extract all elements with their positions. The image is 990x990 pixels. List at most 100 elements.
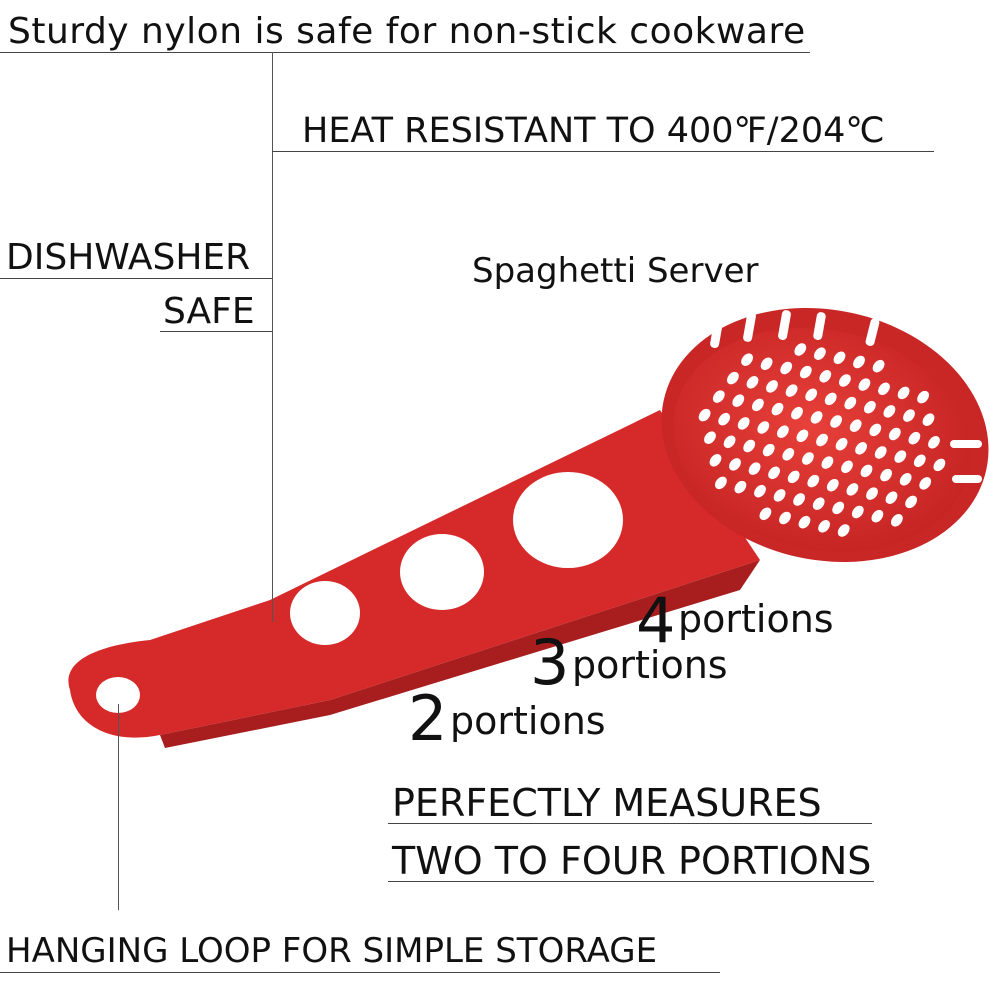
perforation-hole <box>832 501 845 515</box>
perforation-hole <box>863 400 876 414</box>
perforation-hole <box>734 480 747 494</box>
perforation-hole <box>922 413 935 426</box>
hanging-loop-hole <box>96 677 140 713</box>
perforation-hole <box>917 390 930 404</box>
perforation-hole <box>718 412 731 426</box>
perforation-hole <box>723 435 736 449</box>
nylon-underline <box>0 52 810 53</box>
portion-number-2: 2 <box>408 682 448 755</box>
perforation-hole <box>878 382 890 396</box>
perforation-hole <box>743 439 756 453</box>
perforation-hole <box>787 470 800 484</box>
perforation-hole <box>813 347 826 360</box>
measures-callout-line1: PERFECTLY MEASURES <box>392 781 822 825</box>
perforation-hole <box>899 473 912 486</box>
heat-underline <box>272 151 934 152</box>
perforation-hole <box>833 351 846 365</box>
portion-hole-4 <box>513 472 623 568</box>
perforation-hole <box>782 448 795 461</box>
portion-label-4: portions <box>678 597 834 641</box>
perforation-hole <box>853 355 865 369</box>
bowl-teeth <box>710 310 982 483</box>
perforation-hole <box>714 476 727 490</box>
perforation-hole <box>759 507 772 521</box>
perforation-hole <box>871 509 884 523</box>
perforation-hole <box>746 376 759 389</box>
nylon-callout: Sturdy nylon is safe for non-stick cookw… <box>8 11 806 52</box>
perforation-hole <box>844 396 857 410</box>
dishwasher-callout-line2: SAFE <box>163 291 255 332</box>
perforation-hole <box>919 477 932 490</box>
perforation-hole <box>776 425 789 438</box>
perforation-hole <box>908 431 921 445</box>
perforation-hole <box>849 419 862 432</box>
perforation-hole <box>818 520 831 533</box>
perforation-hole <box>888 427 901 441</box>
perforation-hole <box>874 446 887 459</box>
measures-underline-2 <box>388 881 874 882</box>
product-name: Spaghetti Server <box>472 251 759 291</box>
portion-label-2: portions <box>450 699 606 743</box>
perforation-hole <box>768 466 781 480</box>
perforation-hole <box>798 515 811 529</box>
perforation-hole <box>890 514 903 527</box>
perforation-hole <box>894 450 907 463</box>
perforation-hole <box>794 343 807 356</box>
perforation-hole <box>748 462 761 475</box>
perforation-hole <box>903 409 915 422</box>
perforation-hole <box>754 484 766 498</box>
perforation-hole <box>880 468 893 482</box>
perforation-hole <box>805 388 818 402</box>
portion-hole-3 <box>400 534 484 610</box>
perforation-hole <box>704 431 716 444</box>
perforation-hole <box>897 386 910 400</box>
measures-callout-line2: TWO TO FOUR PORTIONS <box>392 839 872 883</box>
portion-label-3: portions <box>572 643 728 687</box>
perforation-hole <box>838 374 851 387</box>
perforation-hole <box>737 417 750 430</box>
perforation-hole <box>780 361 793 375</box>
perforation-hole <box>709 454 722 467</box>
perforation-hole <box>883 405 896 418</box>
perforation-hole <box>841 460 853 474</box>
perforation-hole <box>830 415 843 428</box>
perforation-hole <box>826 478 839 492</box>
perforation-hole <box>773 489 786 502</box>
perforation-hole <box>796 429 809 443</box>
perforation-hole <box>785 384 798 397</box>
perforation-hole <box>741 353 754 366</box>
perforation-hole <box>835 437 848 451</box>
perforation-hole <box>824 392 837 406</box>
hanging-underline <box>0 972 720 973</box>
nylon-leader-line <box>272 52 273 622</box>
bowl-perforations <box>698 343 946 537</box>
perforation-hole <box>698 408 711 422</box>
perforation-hole <box>766 380 778 393</box>
perforation-hole <box>757 421 770 434</box>
perforation-hole <box>762 443 775 457</box>
dishwasher-callout-line1: DISHWASHER <box>6 237 251 278</box>
perforation-hole <box>751 398 764 412</box>
perforation-hole <box>791 406 803 420</box>
perforation-hole <box>816 433 828 447</box>
perforation-hole <box>801 452 814 465</box>
perforation-hole <box>928 436 940 449</box>
perforation-hole <box>866 487 878 500</box>
perforation-hole <box>905 495 918 509</box>
hanging-loop-callout: HANGING LOOP FOR SIMPLE STORAGE <box>6 931 658 971</box>
portion-number-3: 3 <box>530 626 570 699</box>
portion-hole-2 <box>290 581 360 645</box>
perforation-hole <box>872 359 885 373</box>
perforation-hole <box>851 505 864 519</box>
perforation-hole <box>821 456 834 469</box>
hanging-leader-line <box>118 704 119 910</box>
perforation-hole <box>793 493 806 506</box>
perforation-hole <box>869 423 882 437</box>
perforation-hole <box>855 442 868 455</box>
perforation-hole <box>807 474 820 488</box>
heat-resistant-callout: HEAT RESISTANT TO 400℉/204℃ <box>302 111 885 151</box>
perforation-hole <box>812 497 825 510</box>
dishwasher-underline-2 <box>160 331 272 332</box>
perforation-hole <box>819 370 832 383</box>
